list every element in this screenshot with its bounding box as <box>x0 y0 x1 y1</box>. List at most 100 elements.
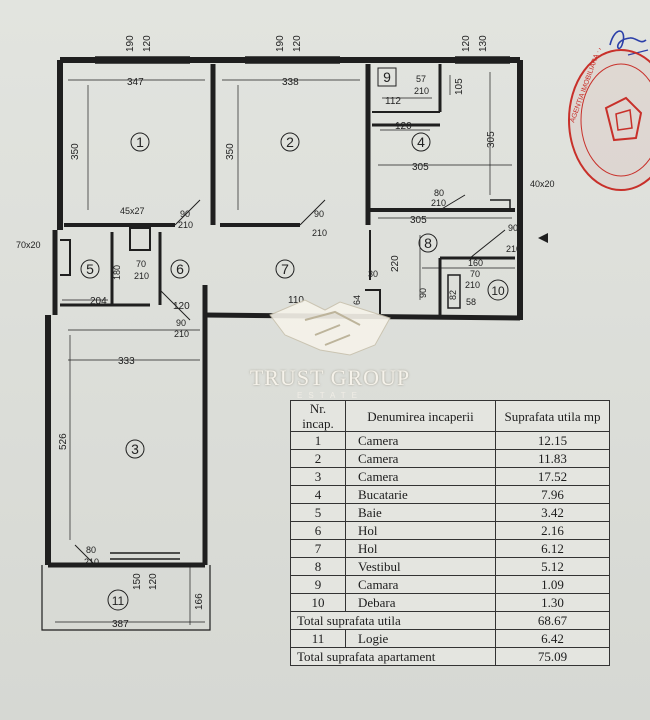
room-label: 6 <box>176 261 184 277</box>
row-name: Hol <box>345 521 496 540</box>
total-apartament-label: Total suprafata apartament <box>290 647 496 666</box>
dim-label: 70 <box>136 259 146 269</box>
row-area: 5.12 <box>495 557 610 576</box>
row-nr: 9 <box>290 575 346 594</box>
row-nr: 2 <box>290 449 346 468</box>
dim-label: 210 <box>506 244 521 254</box>
dim-label: 70x20 <box>16 240 41 250</box>
row-nr: 7 <box>290 539 346 558</box>
total-utila-label: Total suprafata utila <box>290 611 496 630</box>
dim-label: 58 <box>466 297 476 307</box>
dim-label: 387 <box>112 619 129 630</box>
dim-label: 80 <box>434 188 444 198</box>
row-area: 17.52 <box>495 467 610 486</box>
dim-label: 180 <box>112 265 122 280</box>
row-name: Baie <box>345 503 496 522</box>
dim-label: 80 <box>86 545 96 555</box>
header-name: Denumirea incaperii <box>345 400 496 432</box>
dim-label: 82 <box>448 290 458 300</box>
handshake-logo-icon <box>269 299 391 356</box>
row-area: 1.09 <box>495 575 610 594</box>
dim-label: 120 <box>395 121 412 132</box>
row-name: Camera <box>345 467 496 486</box>
dim-label: 526 <box>58 433 69 450</box>
row-area: 6.12 <box>495 539 610 558</box>
room-label: 3 <box>131 441 139 457</box>
room-label: 8 <box>424 235 432 251</box>
dim-label: 90 <box>180 209 190 219</box>
agency-stamp-icon: AGENTIA IMOBILIARA · AGENTIA DE PUBLICIT… <box>568 48 650 191</box>
row-nr: 6 <box>290 521 346 540</box>
room-label: 2 <box>286 134 294 150</box>
dim-label: 166 <box>194 593 205 610</box>
room-label: 4 <box>417 134 425 150</box>
row-nr: 4 <box>290 485 346 504</box>
watermark-sub: ESTATE <box>297 391 363 400</box>
dim-label: 160 <box>468 258 483 268</box>
dim-label: 210 <box>431 198 446 208</box>
row-nr: 5 <box>290 503 346 522</box>
row-name: Vestibul <box>345 557 496 576</box>
dim-label: 204 <box>90 296 107 307</box>
dim-label: 190 <box>125 35 136 52</box>
dim-label: 112 <box>385 96 401 107</box>
room-label: 7 <box>281 261 289 277</box>
dim-label: 305 <box>412 162 429 173</box>
room-label: 5 <box>86 261 94 277</box>
row-area: 6.42 <box>495 629 610 648</box>
dim-label: 40x20 <box>530 179 555 189</box>
dim-label: 190 <box>275 35 286 52</box>
room-labels: 1 2 3 4 5 6 7 8 9 10 11 <box>80 67 509 611</box>
dim-label: 210 <box>84 557 99 567</box>
row-name: Debara <box>345 593 496 612</box>
row-name: Camara <box>345 575 496 594</box>
dim-label: 90 <box>418 288 428 298</box>
header-nr: Nr. incap. <box>290 400 346 432</box>
dim-label: 120 <box>292 35 303 52</box>
row-area: 2.16 <box>495 521 610 540</box>
row-area: 7.96 <box>495 485 610 504</box>
row-name: Camera <box>345 449 496 468</box>
dim-label: 210 <box>174 329 189 339</box>
row-name: Camera <box>345 431 496 450</box>
dim-label: 305 <box>410 215 427 226</box>
room-label: 9 <box>383 69 391 85</box>
dim-label: 70 <box>470 269 480 279</box>
row-nr: 11 <box>290 629 346 648</box>
dim-label: 347 <box>127 77 144 88</box>
total-apartament-row: Total suprafata apartament 75.09 <box>290 647 610 666</box>
row-area: 1.30 <box>495 593 610 612</box>
total-apartament-value: 75.09 <box>495 647 610 666</box>
room-label: 1 <box>136 134 144 150</box>
watermark-name: TRUST GROUP <box>249 365 411 390</box>
entrance-arrow-icon <box>538 233 548 243</box>
table-header-row: Nr. incap. Denumirea incaperii Suprafata… <box>290 400 610 432</box>
dim-label: 210 <box>134 271 149 281</box>
dim-label: 90 <box>314 209 324 219</box>
dim-label: 120 <box>148 573 159 590</box>
signature-icon <box>609 30 647 50</box>
dim-label: 210 <box>414 86 429 96</box>
dim-label: 305 <box>486 131 497 148</box>
signature-stroke-icon <box>627 49 649 56</box>
row-area: 11.83 <box>495 449 610 468</box>
row-nr: 1 <box>290 431 346 450</box>
row-name: Bucatarie <box>345 485 496 504</box>
dim-label: 57 <box>416 74 426 84</box>
dim-label: 150 <box>132 573 143 590</box>
dim-label: 350 <box>70 143 81 160</box>
row-nr: 10 <box>290 593 346 612</box>
watermark: TRUST GROUP ESTATE <box>220 290 440 400</box>
dim-label: 338 <box>282 77 299 88</box>
